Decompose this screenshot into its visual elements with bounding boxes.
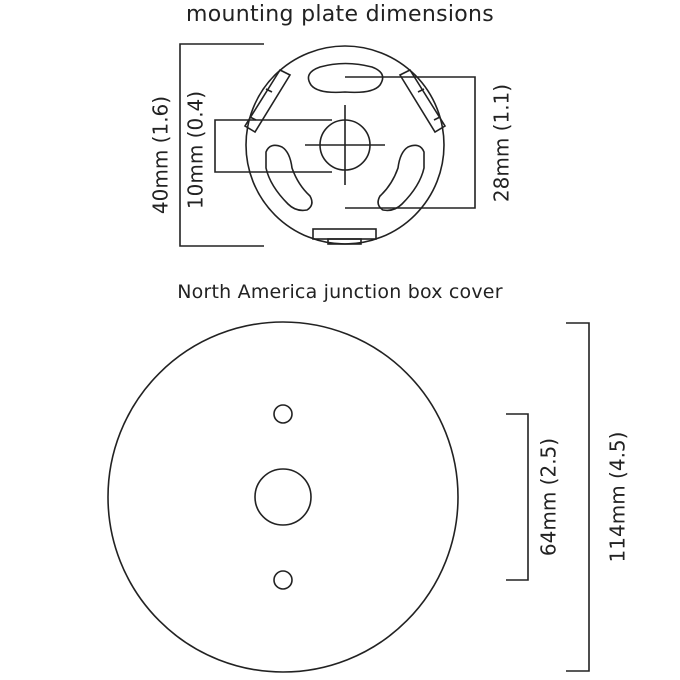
mounting-plate: [179, 43, 476, 247]
mounting-plate-clip-right: [398, 68, 447, 134]
mounting-plate-slot-right: [377, 144, 425, 212]
mounting-plate-clip-bottom: [312, 228, 377, 245]
junction-box-cover-title: North America junction box cover: [177, 281, 503, 303]
dim-label-10mm: 10mm (0.4): [184, 91, 208, 209]
cover-screw-hole-bottom: [273, 570, 293, 590]
mounting-plate-slot-top: [307, 62, 384, 94]
junction-box-cover: [107, 321, 590, 673]
dim-label-28mm: 28mm (1.1): [490, 84, 514, 202]
mounting-plate-title: mounting plate dimensions: [185, 2, 495, 27]
dim-bracket-28mm: [345, 76, 476, 209]
dim-bracket-64mm: [506, 413, 529, 581]
mounting-plate-slot-left: [265, 144, 313, 212]
dim-bracket-40mm: [179, 43, 264, 247]
dim-label-114mm: 114mm (4.5): [606, 432, 630, 563]
cover-outline: [107, 321, 459, 673]
cover-center-hole: [254, 468, 312, 526]
dim-bracket-10mm: [214, 119, 332, 173]
dim-label-40mm: 40mm (1.6): [149, 96, 173, 214]
dim-label-64mm: 64mm (2.5): [537, 438, 561, 556]
cover-screw-hole-top: [273, 404, 293, 424]
mounting-plate-clip-left: [243, 68, 292, 134]
dim-bracket-114mm: [566, 322, 590, 672]
